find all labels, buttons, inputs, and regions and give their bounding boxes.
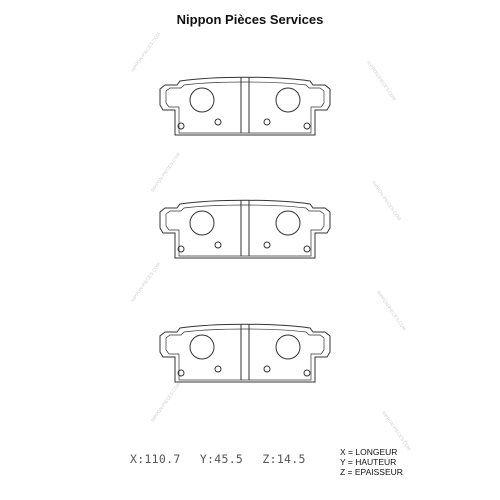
dimensions-row: X:110.7 Y:45.5 Z:14.5 (130, 452, 318, 466)
brand-title: Nippon Pièces Services (176, 12, 324, 27)
dimension-legend: X = LONGEUR Y = HAUTEUR Z = EPAISSEUR (340, 447, 403, 477)
legend-x: X = LONGEUR (340, 447, 398, 457)
pad-view-bottom (159, 323, 331, 383)
pad-view-middle (159, 199, 331, 259)
dimension-y: Y:45.5 (199, 452, 244, 466)
dimension-z: Z:14.5 (262, 452, 306, 466)
pad-view-top (159, 76, 331, 136)
legend-z: Z = EPAISSEUR (340, 467, 403, 477)
dimension-x: X:110.7 (130, 452, 181, 466)
legend-y: Y = HAUTEUR (340, 457, 397, 467)
